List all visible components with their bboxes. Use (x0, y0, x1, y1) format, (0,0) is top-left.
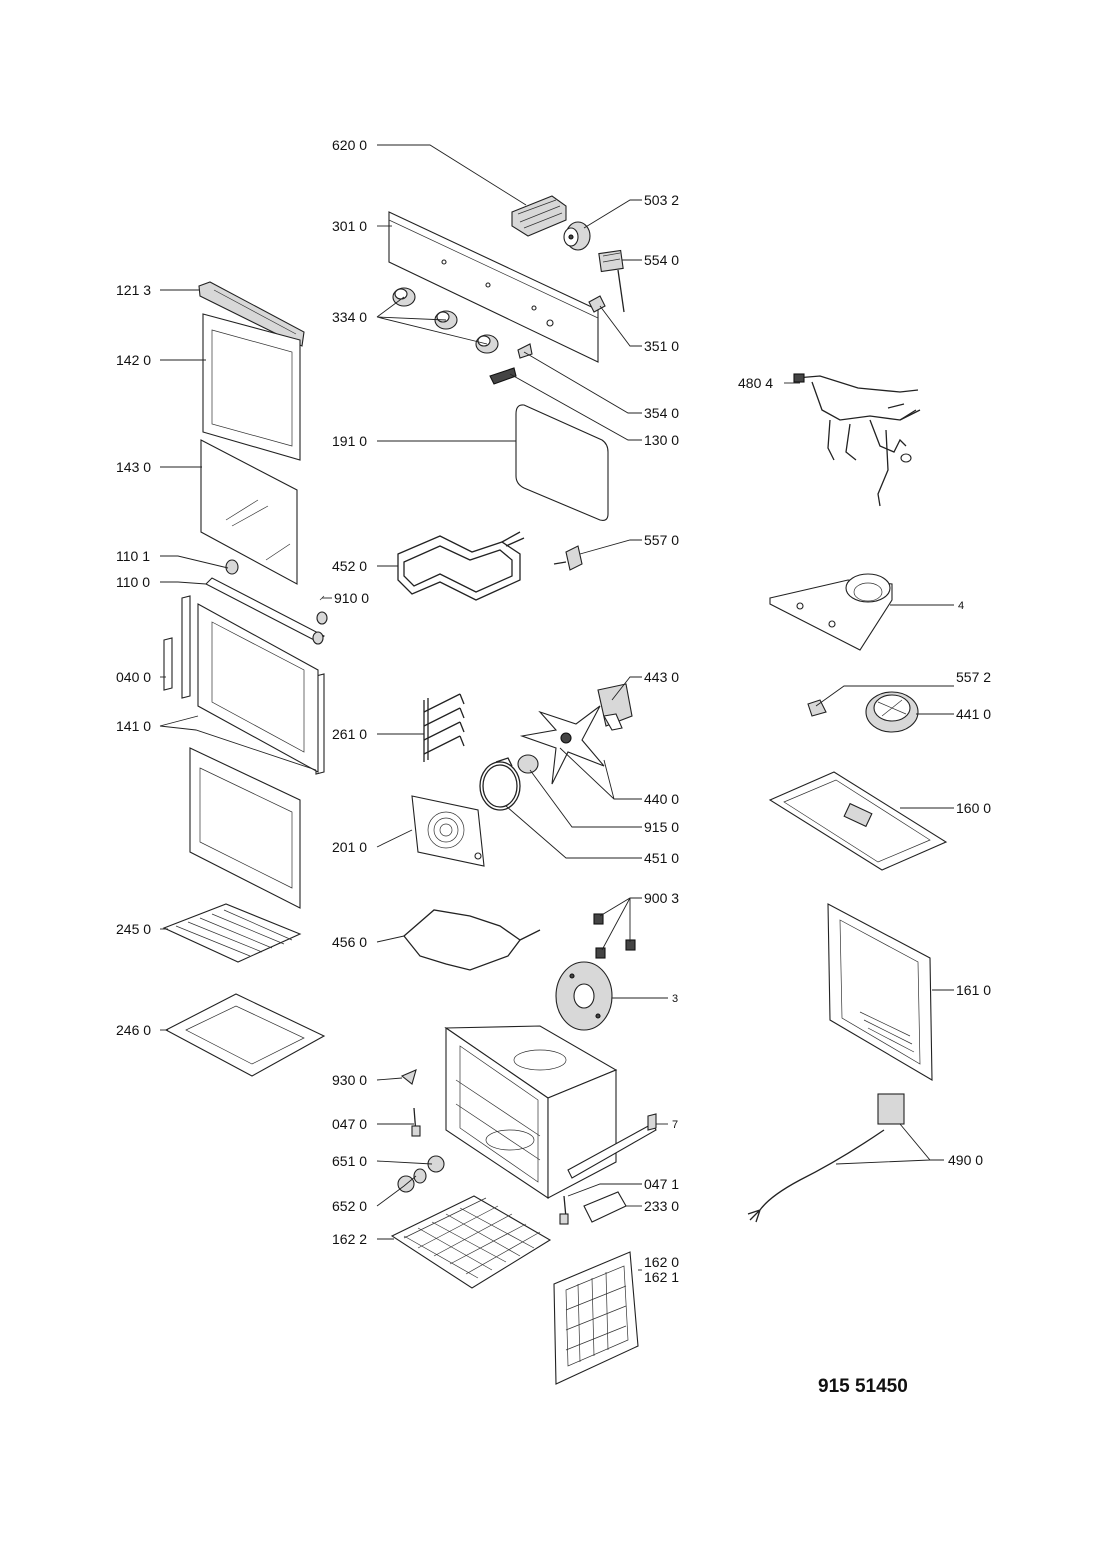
label-121-3: 121 3 (116, 282, 151, 298)
label-261-0: 261 0 (332, 726, 367, 742)
label-910-0: 910 0 (334, 590, 369, 606)
wire-shelf-part (162, 903, 302, 963)
label-456-0: 456 0 (332, 934, 367, 950)
door-frame-part (189, 603, 319, 909)
label-443-0: 443 0 (644, 669, 679, 685)
oven-cavity-part (444, 1025, 618, 1200)
label-451-0: 451 0 (644, 850, 679, 866)
label-503-2: 503 2 (644, 192, 679, 208)
cooling-fan-part (865, 691, 919, 733)
fan-cover-part (411, 795, 485, 867)
side-insulation-part (553, 1251, 639, 1385)
label-301-0: 301 0 (332, 218, 367, 234)
baking-tray-part (164, 993, 326, 1077)
fixing-clips-part (593, 913, 636, 959)
label-191-0: 191 0 (332, 433, 367, 449)
label-162-0: 162 0 (644, 1254, 679, 1270)
label-143-0: 143 0 (116, 459, 151, 475)
label-142-0: 142 0 (116, 352, 151, 368)
label-915-0: 915 0 (644, 819, 679, 835)
label-334-0: 334 0 (332, 309, 367, 325)
door-top-profile-part (198, 281, 305, 347)
grill-element-part (397, 531, 525, 601)
label-620-0: 620 0 (332, 137, 367, 153)
back-panel-part (827, 903, 933, 1081)
label-110-1: 110 1 (116, 548, 150, 564)
selector-switch-part (598, 249, 625, 313)
label-452-0: 452 0 (332, 558, 367, 574)
label-130-0: 130 0 (644, 432, 679, 448)
label-141-0: 141 0 (116, 718, 151, 734)
safety-thermostat-part (553, 545, 583, 571)
terminal-block-part (511, 195, 567, 237)
label-557-0: 557 0 (644, 532, 679, 548)
label-3: 3 (672, 993, 678, 1005)
label-4: 4 (958, 600, 964, 612)
label-162-1: 162 1 (644, 1269, 679, 1285)
label-554-0: 554 0 (644, 252, 679, 268)
sensor-and-hinge-part (559, 1191, 627, 1225)
convection-fan-part (517, 683, 633, 785)
control-panel-part (388, 211, 599, 363)
label-245-0: 245 0 (116, 921, 151, 937)
door-gasket-part (515, 404, 609, 521)
outer-door-glass-part (202, 313, 301, 461)
cooling-thermostat-part (807, 699, 827, 717)
label-900-3: 900 3 (644, 890, 679, 906)
label-110-0: 110 0 (116, 574, 150, 590)
bracket-part (489, 367, 517, 385)
label-160-0: 160 0 (956, 800, 991, 816)
label-161-0: 161 0 (956, 982, 991, 998)
top-panel-part (768, 771, 948, 871)
leader-lines (159, 144, 954, 1271)
fan-housing-top-part (769, 573, 893, 651)
bottom-insulation-part (390, 1195, 552, 1289)
label-440-0: 440 0 (644, 791, 679, 807)
label-354-0: 354 0 (644, 405, 679, 421)
label-490-0: 490 0 (948, 1152, 983, 1168)
label-441-0: 441 0 (956, 706, 991, 722)
small-fittings-part (397, 1069, 445, 1193)
label-652-0: 652 0 (332, 1198, 367, 1214)
label-7: 7 (672, 1119, 678, 1131)
lower-element-part (403, 909, 541, 971)
label-651-0: 651 0 (332, 1153, 367, 1169)
circular-element-part (479, 757, 521, 811)
model-number: 915 51450 (818, 1376, 908, 1397)
label-201-0: 201 0 (332, 839, 367, 855)
label-351-0: 351 0 (644, 338, 679, 354)
label-480-4: 480 4 (738, 375, 773, 391)
slide-rail-part (567, 1113, 657, 1179)
wiring-harness-part (793, 373, 921, 507)
label-040-0: 040 0 (116, 669, 151, 685)
inner-glass-part (200, 439, 298, 585)
label-557-2: 557 2 (956, 669, 991, 685)
label-047-1: 047 1 (644, 1176, 679, 1192)
label-047-0: 047 0 (332, 1116, 367, 1132)
glass-support-part (205, 559, 328, 645)
power-cord-part (747, 1093, 905, 1223)
thermostat-part (563, 221, 591, 251)
label-233-0: 233 0 (644, 1198, 679, 1214)
label-930-0: 930 0 (332, 1072, 367, 1088)
part-number-labels: 620 0 503 2 301 0 554 0 121 3 334 0 351 … (116, 137, 991, 1285)
label-246-0: 246 0 (116, 1022, 151, 1038)
fan-plate-part (555, 961, 613, 1031)
shelf-rack-part (423, 693, 465, 762)
label-162-2: 162 2 (332, 1231, 367, 1247)
